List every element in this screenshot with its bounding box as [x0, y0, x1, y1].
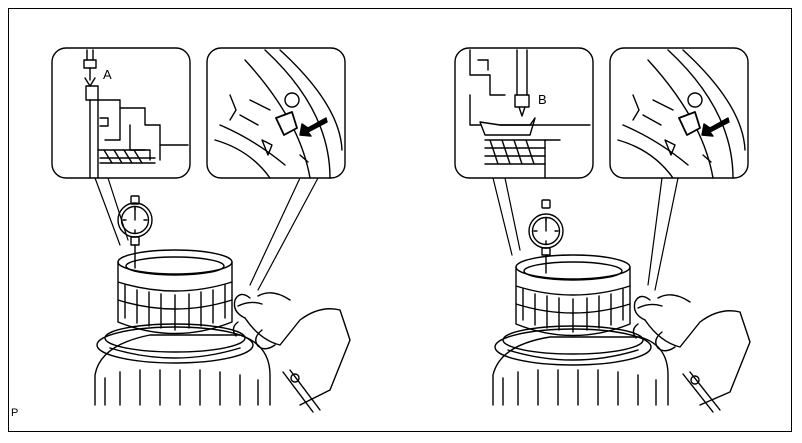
right-hand-with-tool — [632, 294, 751, 413]
right-callout-leaders — [492, 177, 679, 291]
callout-label-a: A — [103, 67, 112, 82]
callout-box-left-detail — [206, 47, 346, 179]
right-clutch-drum — [492, 254, 669, 406]
right-illustration — [454, 47, 751, 413]
left-hand-with-tool — [232, 292, 351, 413]
right-dial-gauge — [528, 199, 564, 269]
left-illustration — [51, 47, 351, 413]
callout-box-a — [51, 47, 191, 179]
callout-label-b: B — [538, 92, 547, 107]
callout-box-right-detail — [609, 47, 749, 179]
callout-box-b — [454, 47, 594, 179]
figure-frame — [8, 8, 792, 432]
left-clutch-drum — [94, 249, 271, 406]
corner-code: P — [11, 407, 19, 419]
